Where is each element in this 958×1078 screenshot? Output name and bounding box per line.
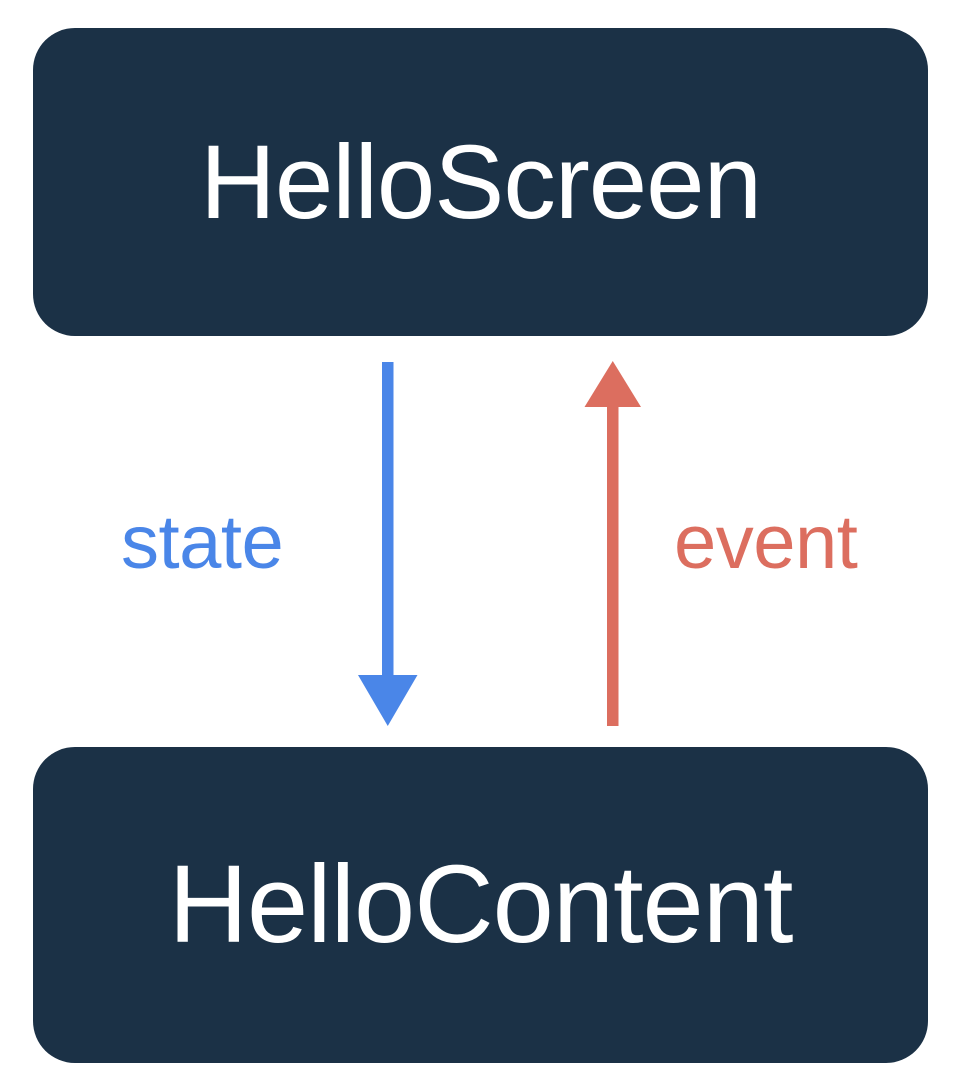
event-arrow-head-icon — [584, 361, 641, 407]
node-hello-content[interactable]: HelloContent — [33, 747, 928, 1063]
edge-label-state: state — [121, 500, 284, 585]
edge-label-event: event — [674, 500, 858, 585]
event-arrow-up — [584, 361, 641, 726]
node-hello-screen[interactable]: HelloScreen — [33, 28, 928, 336]
node-hello-content-label: HelloContent — [168, 843, 794, 966]
node-hello-screen-label: HelloScreen — [200, 123, 762, 241]
state-arrow-head-icon — [358, 675, 418, 726]
event-arrow-shaft — [607, 405, 619, 726]
state-arrow-down — [358, 362, 418, 726]
state-arrow-shaft — [382, 362, 394, 677]
